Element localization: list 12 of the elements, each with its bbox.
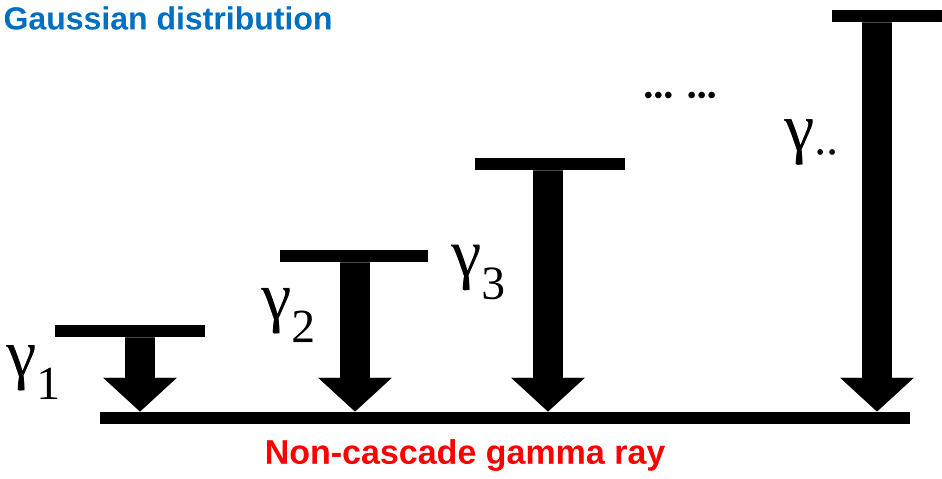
energy-level-bar — [832, 10, 942, 22]
gamma-label: γ$_{3}$ — [451, 244, 504, 300]
energy-level-bar — [475, 158, 625, 170]
caption: Non-cascade gamma ray — [266, 439, 666, 471]
ellipsis-label: ... ... — [645, 92, 715, 98]
gamma-label: γ$_{1}$ — [6, 344, 58, 400]
gamma-label: γ$_{..}$ — [784, 119, 835, 165]
gamma-label: γ$_{2}$ — [261, 288, 312, 342]
energy-level-bar — [100, 412, 910, 424]
title: Gaussian distribution — [4, 6, 330, 30]
energy-level-bar — [280, 250, 428, 262]
energy-level-bar — [55, 325, 206, 337]
